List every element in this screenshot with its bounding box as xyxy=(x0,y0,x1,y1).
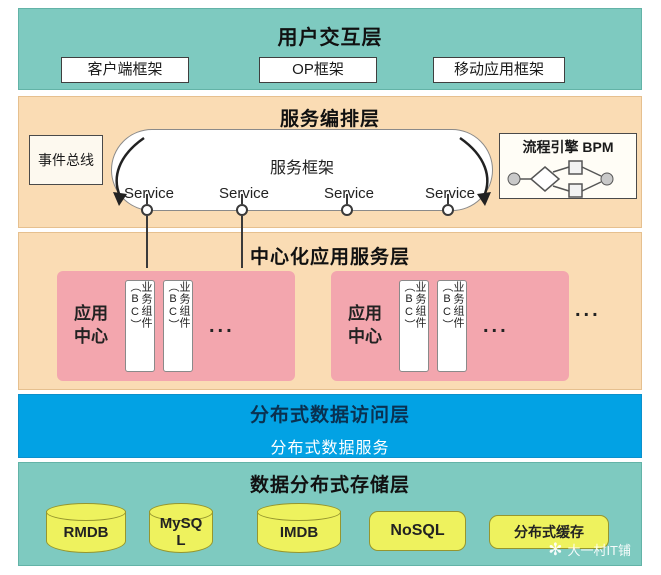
business-component-label: 业务组件（BC） xyxy=(403,281,426,331)
layer-distributed-storage: 数据分布式存储层 RMDB MySQL IMDB NoSQL 分布式缓存 ✻ 大… xyxy=(18,462,642,566)
connector-line xyxy=(447,194,449,204)
service-framework-cylinder: 服务框架 Service Service Service Service xyxy=(111,129,493,211)
distributed-cache-box: 分布式缓存 xyxy=(489,515,609,549)
watermark: ✻ 大一村IT铺 xyxy=(548,540,631,559)
layer-service-orchestration: 服务编排层 事件总线 服务框架 Service Service Service … xyxy=(18,96,642,228)
layer-user-interaction: 用户交互层 客户端框架 OP框架 移动应用框架 xyxy=(18,8,642,90)
bpm-title: 流程引擎 BPM xyxy=(522,139,614,155)
store-label: RMDB xyxy=(63,524,109,541)
connection-point xyxy=(236,204,248,216)
curved-arrow-icon xyxy=(459,136,491,206)
app-center-box: 应用中心 业务组件（BC） 业务组件（BC） ... xyxy=(331,271,569,381)
app-center-label: 应用中心 xyxy=(74,304,108,346)
bpm-box: 流程引擎 BPM xyxy=(499,133,637,199)
data-access-service-label: 分布式数据服务 xyxy=(270,440,390,457)
business-component-box: 业务组件（BC） xyxy=(399,280,429,372)
layer-title: 中心化应用服务层 xyxy=(249,247,410,268)
connector-line xyxy=(146,194,148,204)
layer-title: 用户交互层 xyxy=(277,27,383,49)
layer-title: 数据分布式存储层 xyxy=(249,475,410,496)
connection-point xyxy=(141,204,153,216)
event-bus-box: 事件总线 xyxy=(29,135,103,185)
bpm-flow-diagram xyxy=(507,160,614,198)
flower-icon: ✻ xyxy=(548,540,563,559)
mysql-cylinder: MySQL xyxy=(149,503,213,553)
curved-arrow-icon xyxy=(113,136,145,206)
connection-point xyxy=(341,204,353,216)
connector-line xyxy=(241,216,243,268)
app-center-label: 应用中心 xyxy=(348,304,382,346)
ellipsis: ... xyxy=(483,315,509,337)
rmdb-cylinder: RMDB xyxy=(46,503,126,553)
store-label: MySQL xyxy=(159,515,203,549)
imdb-cylinder: IMDB xyxy=(257,503,341,553)
ellipsis: ... xyxy=(209,315,235,337)
business-component-box: 业务组件（BC） xyxy=(163,280,193,372)
connector-line xyxy=(346,194,348,204)
business-component-label: 业务组件（BC） xyxy=(167,281,190,331)
service-label: Service xyxy=(424,185,476,202)
ellipsis: ... xyxy=(575,299,601,321)
business-component-box: 业务组件（BC） xyxy=(125,280,155,372)
connector-line xyxy=(241,194,243,204)
layer-centralized-services: 中心化应用服务层 应用中心 业务组件（BC） 业务组件（BC） ... 应用中心… xyxy=(18,232,642,390)
client-framework-box: 客户端框架 xyxy=(61,57,189,83)
app-center-box: 应用中心 业务组件（BC） 业务组件（BC） ... xyxy=(57,271,295,381)
layer-data-access: 分布式数据访问层 分布式数据服务 xyxy=(18,394,642,458)
business-component-label: 业务组件（BC） xyxy=(441,281,464,331)
op-framework-box: OP框架 xyxy=(259,57,377,83)
connection-point xyxy=(442,204,454,216)
service-framework-title: 服务框架 xyxy=(269,160,334,177)
business-component-label: 业务组件（BC） xyxy=(129,281,152,331)
service-label: Service xyxy=(323,185,375,202)
service-label: Service xyxy=(123,185,175,202)
business-component-box: 业务组件（BC） xyxy=(437,280,467,372)
mobile-framework-box: 移动应用框架 xyxy=(433,57,565,83)
store-label: IMDB xyxy=(279,524,319,541)
connector-line xyxy=(146,216,148,268)
layer-title: 分布式数据访问层 xyxy=(249,405,410,426)
watermark-text: 大一村IT铺 xyxy=(567,543,631,558)
nosql-box: NoSQL xyxy=(369,511,466,551)
layer-title: 服务编排层 xyxy=(279,109,380,130)
service-label: Service xyxy=(218,185,270,202)
